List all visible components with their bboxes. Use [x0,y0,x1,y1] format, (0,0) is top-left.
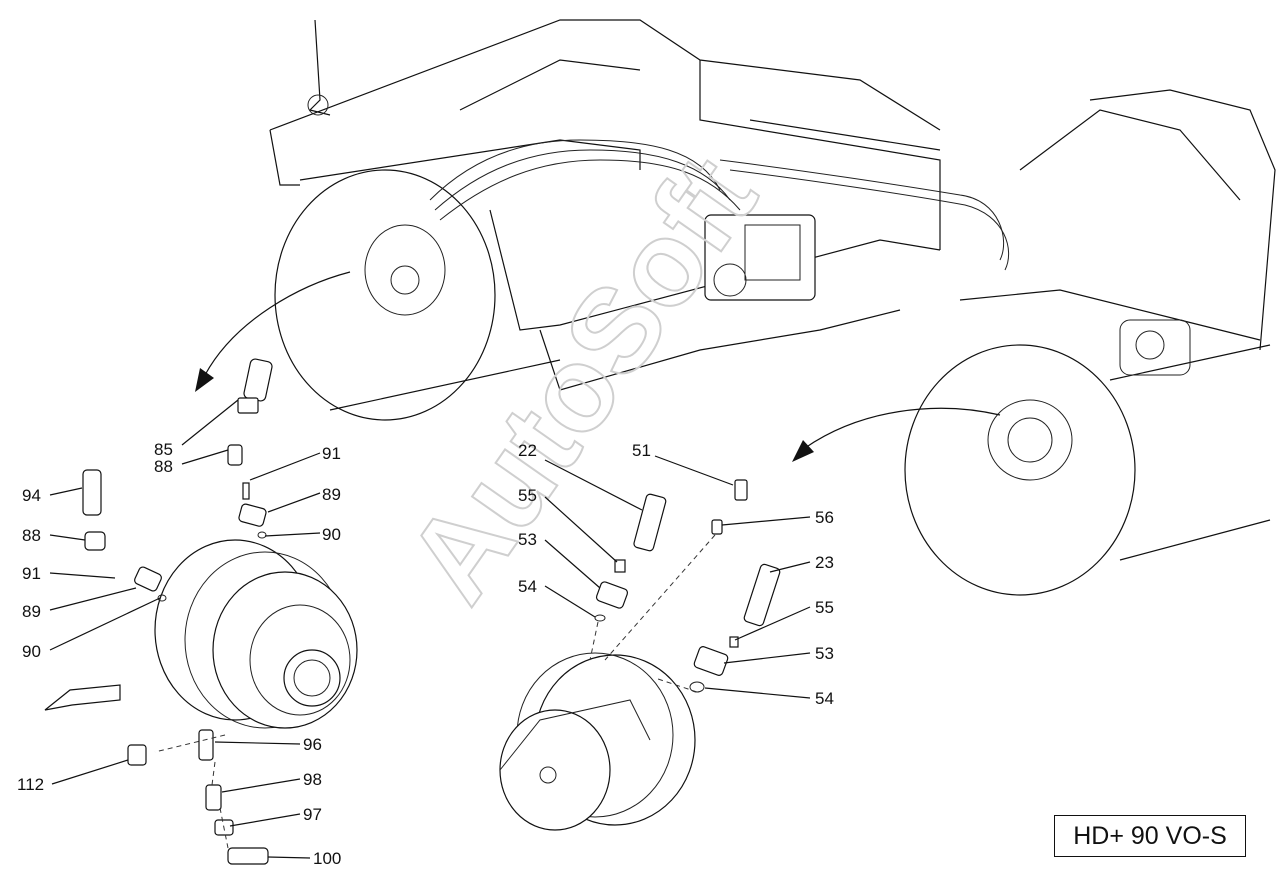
callout-90b: 90 [22,642,41,661]
callout-85: 85 [154,440,173,459]
callout-88a: 88 [154,457,173,476]
callout-55b: 55 [815,598,834,617]
callout-56: 56 [815,508,834,527]
callout-22: 22 [518,441,537,460]
callout-91b: 91 [22,564,41,583]
transfer-arrow-left [195,271,351,392]
callout-89a: 89 [322,485,341,504]
callout-91a: 91 [322,444,341,463]
callout-97: 97 [303,805,322,824]
callout-88b: 88 [22,526,41,545]
callout-numbers: 85 88 91 89 90 94 88 91 89 90 96 112 98 … [17,440,834,868]
right-hose-fittings [589,479,781,693]
callout-112: 112 [17,775,44,794]
callout-23: 23 [815,553,834,572]
callout-53b: 53 [815,644,834,663]
left-drive-motor [154,539,358,729]
callout-90a: 90 [322,525,341,544]
callout-94: 94 [22,486,41,505]
callout-96: 96 [303,735,322,754]
callout-100: 100 [313,849,341,868]
callout-51: 51 [632,441,651,460]
callout-54a: 54 [518,577,537,596]
leader-lines [49,399,811,859]
callout-55a: 55 [518,486,537,505]
machine-chassis [269,19,1276,596]
callout-54b: 54 [815,689,834,708]
callout-89b: 89 [22,602,41,621]
left-hose-fittings [44,358,273,865]
callout-98: 98 [303,770,322,789]
right-drive-motor [499,652,696,831]
model-label: HD+ 90 VO-S [1054,815,1246,857]
transfer-arrow-right [792,407,1001,462]
callout-53a: 53 [518,530,537,549]
